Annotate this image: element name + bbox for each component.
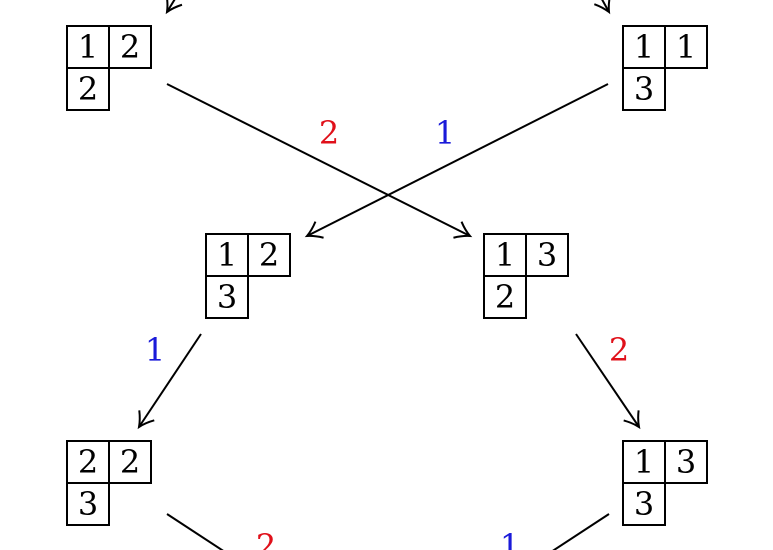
tableau-cell: 2 [108,25,152,69]
tableau-cell: 1 [664,25,708,69]
edge-arrow-top-left-to-mid-right [166,83,473,239]
tableau-cell: 3 [66,482,110,526]
tableau-cell: 2 [108,440,152,484]
tableau-cell: 3 [622,482,666,526]
tableau-cell: 1 [622,440,666,484]
tableau-cell: 3 [205,275,249,319]
tableau-cell: 1 [205,233,249,277]
tableau-cell: 3 [622,67,666,111]
tableau-cell: 2 [66,440,110,484]
tableau-cell: 3 [664,440,708,484]
tableau-cell: 2 [66,67,110,111]
tableau-cell: 1 [66,25,110,69]
edge-label-bottom-left-out: 2 [255,527,277,550]
edge-arrow-bottom-left-out [166,513,224,550]
edge-arrow-top-right-to-mid-left [304,83,609,239]
tableau-cell: 1 [483,233,527,277]
edge-arrow-mid-right-to-bottom-right [575,333,641,430]
tableau-cell: 1 [622,25,666,69]
edge-label-top-left-to-mid-right: 2 [318,114,340,152]
edge-arrow-mid-left-to-bottom-left [137,333,202,430]
tableau-cell: 3 [525,233,569,277]
edge-label-mid-right-to-bottom-right: 2 [608,331,630,369]
edge-arrow-bottom-right-out [552,513,610,550]
tableau-cell: 2 [247,233,291,277]
edge-label-top-right-to-mid-left: 1 [434,114,456,152]
edge-label-mid-left-to-bottom-left: 1 [144,331,166,369]
edge-arrow-into-top-right [593,0,612,15]
tableau-cell: 2 [483,275,527,319]
edge-label-bottom-right-out: 1 [499,527,521,550]
edge-arrow-into-top-left [165,0,183,15]
